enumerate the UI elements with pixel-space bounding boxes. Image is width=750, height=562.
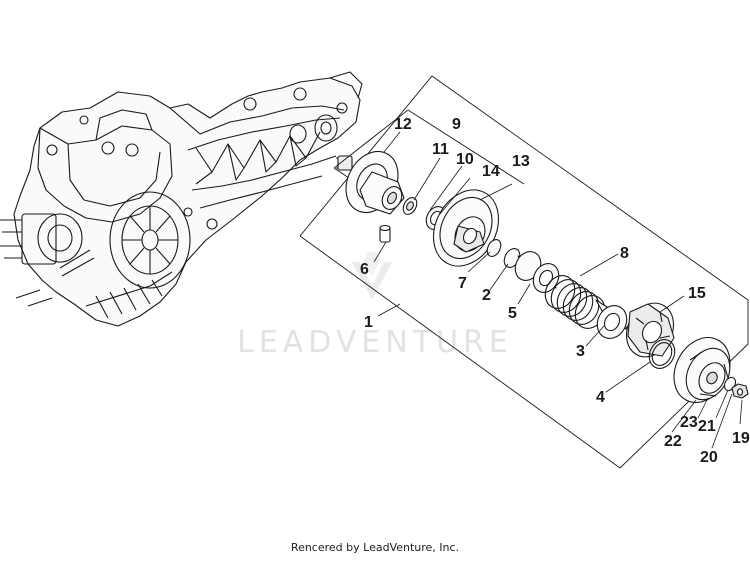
callout-2: 2: [482, 287, 491, 304]
callout-3: 3: [576, 343, 585, 360]
callout-21: 21: [698, 418, 716, 435]
clutch-bell-22: [673, 337, 731, 403]
callout-22: 22: [664, 433, 682, 450]
nut-19: [731, 383, 749, 399]
callout-6: 6: [360, 261, 369, 278]
callout-19: 19: [732, 430, 750, 447]
leader-lines: [373, 131, 743, 449]
callout-11: 11: [432, 141, 449, 158]
driven-pulley-disk: [432, 189, 500, 267]
callout-12: 12: [394, 116, 412, 133]
callout-13: 13: [512, 153, 530, 170]
callout-10: 10: [456, 151, 474, 168]
parts: [345, 151, 749, 403]
sleeve-6: [379, 224, 391, 243]
callout-23: 23: [680, 414, 698, 431]
watermark-logo: [352, 252, 392, 300]
callout-9: 9: [452, 116, 461, 133]
callout-8: 8: [620, 245, 629, 262]
callout-15: 15: [688, 285, 706, 302]
spring-cup-3: [595, 299, 629, 339]
callout-labels: 12 9 11 10 13 14 8 6 7 2 15 5 1 3 4 23 2…: [360, 116, 750, 466]
callout-20: 20: [700, 449, 718, 466]
callout-7: 7: [458, 275, 467, 292]
callout-14: 14: [482, 163, 500, 180]
washer-11: [402, 197, 418, 215]
collar-5: [514, 251, 560, 293]
clutch-assembly-15: [625, 302, 675, 358]
callout-4: 4: [596, 389, 605, 406]
footer-credit: Rencered by LeadVenture, Inc.: [290, 541, 460, 554]
o-ring-7: [486, 239, 502, 257]
callout-5: 5: [508, 305, 517, 322]
spring-8: [544, 275, 606, 329]
pulley-hub: [359, 171, 405, 215]
callout-1: 1: [364, 314, 373, 331]
watermark-text: LEADVENTURE: [237, 325, 513, 360]
engine-crankcase: [0, 71, 363, 327]
ring-4: [648, 339, 676, 369]
